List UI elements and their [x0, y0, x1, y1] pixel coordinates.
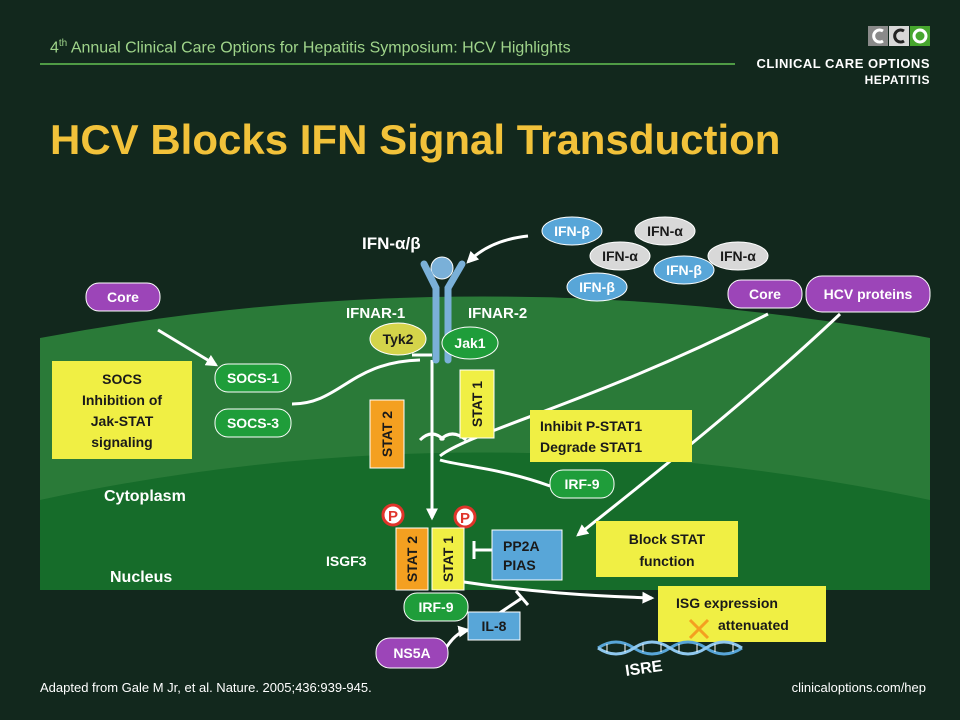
svg-text:STAT 2: STAT 2 [379, 411, 395, 457]
svg-text:P: P [388, 508, 398, 525]
svg-text:STAT 1: STAT 1 [469, 381, 485, 427]
core-inhibition-line [439, 312, 769, 458]
svg-text:Core: Core [107, 289, 139, 305]
svg-text:Jak-STAT: Jak-STAT [91, 413, 154, 429]
receptor-ifn-label: IFN-α/β [362, 234, 421, 253]
ifn-beta-2: IFN-β [653, 255, 715, 285]
block-stat-box: Block STAT function [596, 521, 738, 577]
svg-text:P: P [460, 510, 470, 527]
cco-logo-mark [868, 26, 930, 46]
svg-text:NS5A: NS5A [393, 645, 430, 661]
header-divider [40, 63, 735, 65]
irf9-to-stat-line [439, 458, 551, 488]
ifn-to-receptor-arrow [466, 234, 529, 264]
ns5a-to-il8-arrow [444, 625, 471, 649]
irf9-cytoplasm: IRF-9 [549, 469, 615, 499]
svg-text:signaling: signaling [91, 434, 152, 450]
ifn-beta-3: IFN-β [566, 272, 628, 302]
jak1: Jak1 [441, 326, 499, 360]
isg-expression-box: ISG expression attenuated [658, 586, 826, 642]
svg-text:IFN-β: IFN-β [554, 223, 590, 239]
svg-text:IFN-β: IFN-β [579, 279, 615, 295]
ifnar1-label: IFNAR-1 [346, 305, 405, 322]
svg-text:IFN-α: IFN-α [602, 248, 638, 264]
dna-helix-icon [597, 640, 743, 656]
stat2-nucleus: STAT 2 [395, 527, 429, 591]
svg-text:Inhibit P-STAT1: Inhibit P-STAT1 [540, 418, 642, 434]
inhibit-stat1-box: Inhibit P-STAT1 Degrade STAT1 [530, 410, 692, 462]
ifn-alpha-3: IFN-α [707, 241, 769, 271]
stat2-cytoplasm: STAT 2 [369, 399, 405, 469]
svg-text:Block STAT: Block STAT [629, 531, 706, 547]
svg-text:Jak1: Jak1 [454, 335, 485, 351]
svg-text:PP2A: PP2A [503, 538, 540, 554]
core-right: Core [727, 279, 803, 309]
svg-text:IFN-α: IFN-α [720, 248, 756, 264]
socs3: SOCS-3 [214, 408, 292, 438]
core-to-socs1-arrow [157, 328, 219, 367]
svg-text:attenuated: attenuated [718, 617, 789, 633]
il8-inhibition-line [497, 596, 523, 616]
slide-title: HCV Blocks IFN Signal Transduction [50, 116, 781, 163]
symposium-header: 4th Annual Clinical Care Options for Hep… [50, 38, 571, 57]
svg-text:SOCS: SOCS [102, 371, 142, 387]
stat1-nucleus: STAT 1 [431, 527, 465, 591]
ns5a: NS5A [375, 637, 449, 669]
svg-text:IFN-β: IFN-β [666, 262, 702, 278]
svg-text:IFN-α: IFN-α [647, 223, 683, 239]
svg-text:ISG expression: ISG expression [676, 595, 778, 611]
svg-text:HCV proteins: HCV proteins [824, 286, 913, 302]
svg-text:IRF-9: IRF-9 [419, 599, 454, 615]
svg-text:Inhibition of: Inhibition of [82, 392, 162, 408]
svg-text:Degrade STAT1: Degrade STAT1 [540, 439, 642, 455]
ifn-alpha-1: IFN-α [634, 216, 696, 246]
attenuation-cross-icon [688, 618, 710, 640]
svg-text:Tyk2: Tyk2 [383, 331, 414, 347]
cytoplasm-label: Cytoplasm [104, 488, 186, 505]
svg-text:SOCS-1: SOCS-1 [227, 370, 279, 386]
ifn-alpha-2: IFN-α [589, 241, 651, 271]
logo-text: CLINICAL CARE OPTIONS [756, 56, 930, 71]
footer-url: clinicaloptions.com/hep [791, 680, 926, 695]
svg-text:IL-8: IL-8 [482, 618, 507, 634]
isre-label: ISRE [624, 658, 664, 680]
socs-inhibition-box: SOCS Inhibition of Jak-STAT signaling [52, 361, 192, 459]
svg-text:function: function [639, 553, 694, 569]
citation: Adapted from Gale M Jr, et al. Nature. 2… [40, 680, 372, 695]
il8-inhibition-bar [514, 590, 530, 606]
ifn-beta-1: IFN-β [541, 216, 603, 246]
hcv-proteins-to-pp2a-arrow [576, 312, 842, 537]
svg-text:IRF-9: IRF-9 [565, 476, 600, 492]
svg-text:SOCS-3: SOCS-3 [227, 415, 279, 431]
logo-subtext: HEPATITIS [864, 73, 930, 87]
tyk2: Tyk2 [369, 322, 427, 356]
nucleus-label: Nucleus [110, 569, 172, 586]
hcv-proteins: HCV proteins [805, 275, 931, 313]
ifnar2-label: IFNAR-2 [468, 305, 527, 322]
svg-text:Core: Core [749, 286, 781, 302]
core-left: Core [85, 282, 161, 312]
phospho-marker-stat1: P [453, 505, 477, 529]
isgf3-to-isg-arrow [463, 580, 655, 604]
svg-text:PIAS: PIAS [503, 557, 536, 573]
socs1: SOCS-1 [214, 363, 292, 393]
socs3-inhibition-line [291, 358, 421, 406]
phospho-marker-stat2: P [381, 503, 405, 527]
svg-text:STAT 2: STAT 2 [404, 536, 420, 582]
pp2a-pias-box: PP2A PIAS [491, 529, 563, 581]
stat1-cytoplasm: STAT 1 [459, 369, 495, 439]
irf9-nucleus: IRF-9 [403, 592, 469, 622]
il8: IL-8 [467, 611, 521, 641]
svg-text:STAT 1: STAT 1 [440, 536, 456, 582]
isgf3-label: ISGF3 [326, 553, 367, 569]
